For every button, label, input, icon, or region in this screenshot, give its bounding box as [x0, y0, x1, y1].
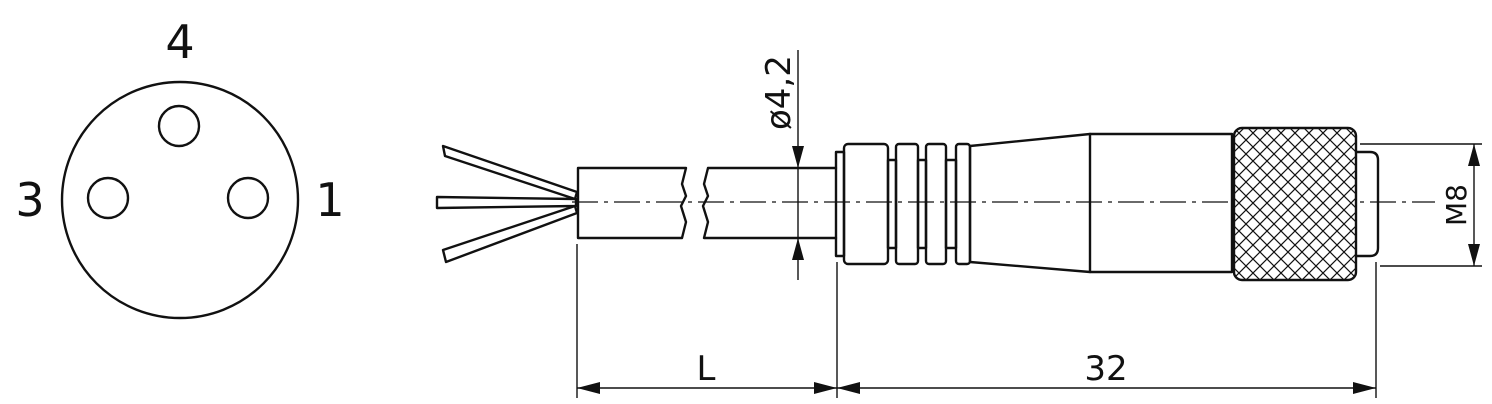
- strain-relief-rib-2: [894, 142, 920, 266]
- cable-jacket-right: [701, 166, 838, 240]
- dimension-cable-diameter: ø4,2: [759, 50, 804, 280]
- side-view: ø4,2 M8 L 32: [435, 50, 1482, 398]
- connector-length-label: 32: [1084, 349, 1127, 389]
- pin-1-hole: [226, 176, 270, 220]
- strain-relief-rib-4: [954, 142, 972, 266]
- diameter-label: ø4,2: [759, 55, 799, 130]
- pin-1-label: 1: [315, 173, 344, 227]
- wire-upper: [441, 144, 579, 201]
- diameter-arrow-bottom: [792, 238, 804, 260]
- strain-relief: [834, 142, 972, 266]
- cable-jacket-left: [576, 166, 688, 240]
- connector-length-arrow-right: [1353, 382, 1376, 394]
- connector-body: [968, 132, 1234, 274]
- cable-jacket: [576, 166, 838, 240]
- pin-3-label: 3: [15, 173, 44, 227]
- diameter-arrow-top: [792, 146, 804, 168]
- cable-length-arrow-left: [577, 382, 600, 394]
- strain-relief-rib-1: [842, 142, 890, 266]
- wire-lower: [441, 204, 579, 264]
- wire-middle: [435, 195, 578, 210]
- dimension-lengths: L 32: [576, 244, 1377, 398]
- strain-relief-groove-3: [944, 158, 958, 250]
- connector-body-outline: [968, 132, 1234, 274]
- stripped-wires: [435, 144, 579, 264]
- knurled-nut: [1232, 126, 1358, 282]
- thread-arrow-bottom: [1468, 244, 1480, 266]
- thread-arrow-top: [1468, 144, 1480, 166]
- front-socket: [1354, 150, 1380, 258]
- pin-3-hole: [86, 176, 130, 220]
- front-socket-outline: [1354, 150, 1380, 258]
- thread-label: M8: [1440, 184, 1473, 226]
- pin-4-hole: [157, 104, 201, 148]
- cable-length-label: L: [697, 349, 716, 389]
- pin-face-view: 4 3 1: [15, 15, 345, 320]
- connector-face-outline: [60, 80, 300, 320]
- connector-length-arrow-left: [837, 382, 860, 394]
- knurled-nut-outline: [1232, 126, 1358, 282]
- strain-relief-rib-3: [924, 142, 948, 266]
- dimension-thread: M8: [1360, 143, 1482, 267]
- cable-length-arrow-right: [814, 382, 837, 394]
- pin-4-label: 4: [165, 15, 194, 69]
